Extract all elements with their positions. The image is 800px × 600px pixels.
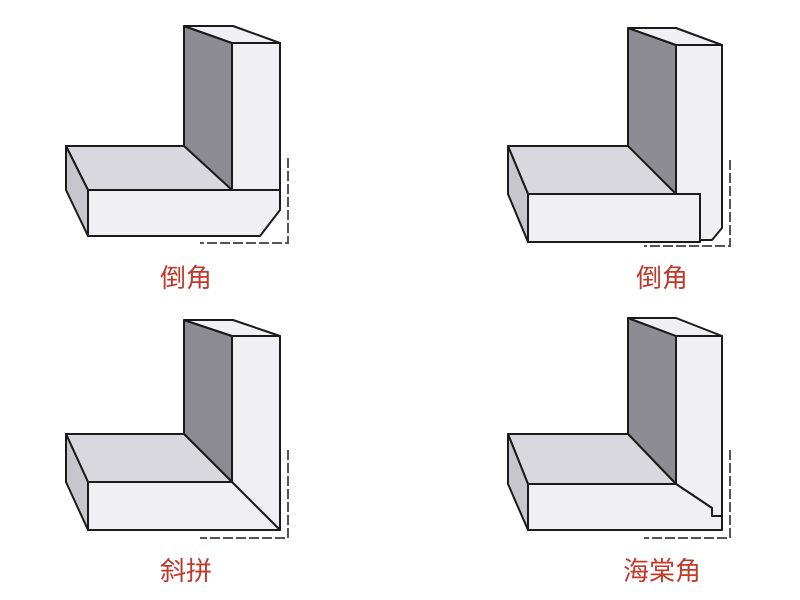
caption-top-right: 倒角 (636, 264, 688, 294)
diagram-bottom-left (65, 319, 289, 539)
caption-top-left: 倒角 (160, 264, 212, 294)
diagram-bottom-right (507, 317, 731, 539)
caption-bottom-right: 海棠角 (623, 557, 701, 587)
caption-bottom-left: 斜拼 (160, 557, 212, 587)
diagram-top-right (507, 27, 731, 247)
diagram-top-left (65, 25, 289, 244)
